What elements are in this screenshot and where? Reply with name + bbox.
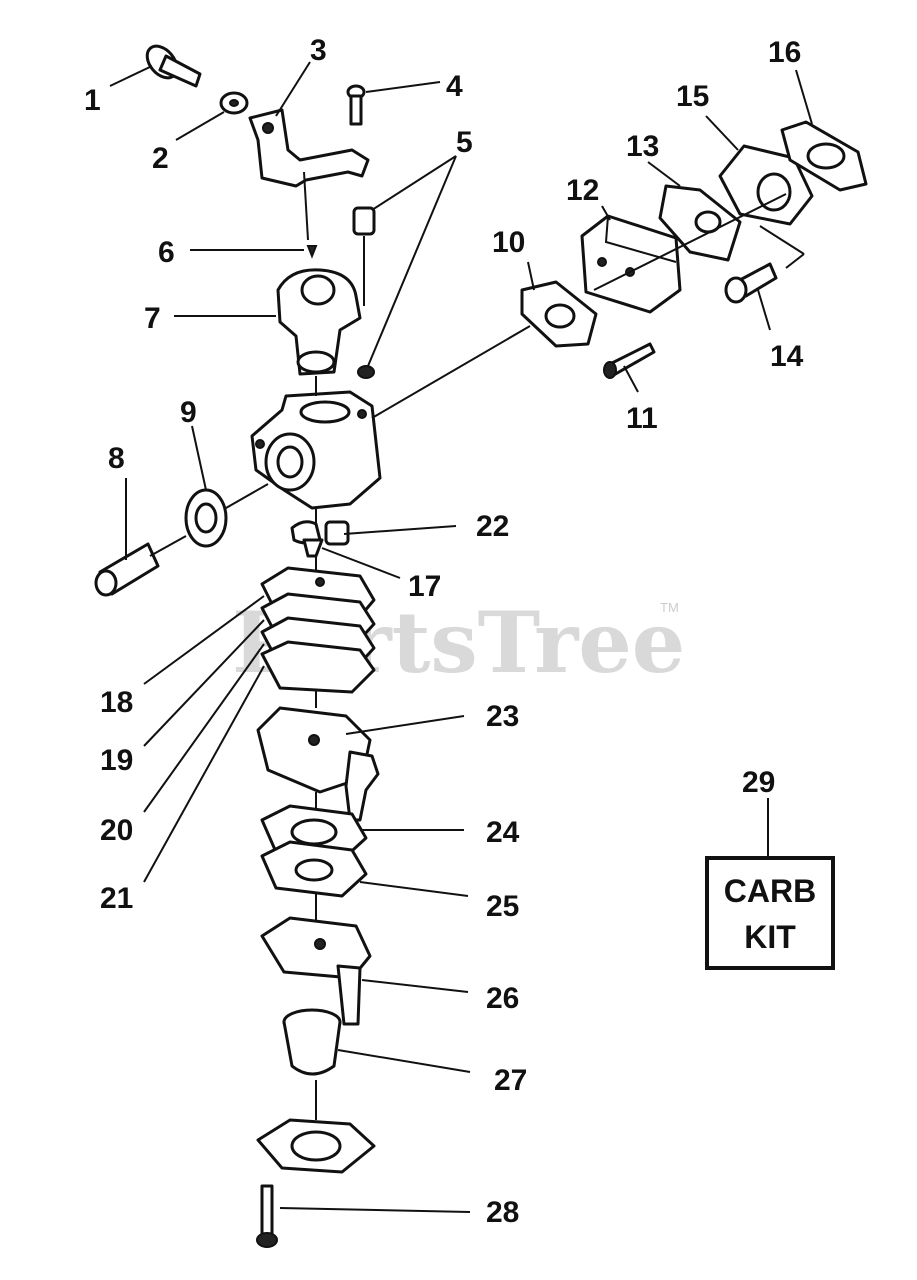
callout-21: 21 [100, 882, 133, 915]
callout-26: 26 [486, 982, 519, 1015]
callout-1: 1 [84, 84, 101, 117]
callout-27: 27 [494, 1064, 527, 1097]
callout-23: 23 [486, 700, 519, 733]
part-3-throttle-lever [248, 108, 370, 241]
callout-numbers: 1 2 3 4 5 6 7 8 9 10 11 12 13 14 15 16 1… [84, 34, 804, 1229]
callout-2: 2 [152, 142, 169, 175]
carburetor-body [250, 390, 382, 510]
leader-lines [109, 61, 813, 1213]
callout-11: 11 [626, 402, 658, 435]
callout-29: 29 [742, 766, 775, 799]
callout-20: 20 [100, 814, 133, 847]
callout-14: 14 [770, 340, 804, 373]
part-6-pin [306, 245, 318, 259]
callout-3: 3 [310, 34, 327, 67]
callout-9: 9 [180, 396, 197, 429]
callout-15: 15 [676, 80, 709, 113]
part-15-block [718, 144, 814, 226]
part-28-screw [256, 1184, 278, 1248]
part-27-primer-bulb [282, 1008, 342, 1076]
callout-10: 10 [492, 226, 525, 259]
parts-18-21-plate-stack [260, 566, 376, 694]
callout-5: 5 [456, 126, 473, 159]
part-10-gasket [520, 280, 598, 348]
callout-6: 6 [158, 236, 175, 269]
part-26-cover [260, 916, 372, 1026]
part-4-screw [346, 84, 366, 126]
part-22-fitting [290, 520, 350, 558]
callout-25: 25 [486, 890, 519, 923]
part-16-gasket [780, 120, 868, 192]
callout-12: 12 [566, 174, 599, 207]
part-1-throttle-knob [145, 44, 202, 88]
part-8-tube [94, 542, 160, 597]
part-25-gasket [260, 840, 368, 898]
callout-13: 13 [626, 130, 659, 163]
carb-kit-box: CARB KIT [705, 856, 835, 970]
part-5-valves [352, 206, 376, 379]
part-9-ring [184, 488, 228, 548]
part-23-pump-body [256, 706, 380, 822]
callout-16: 16 [768, 36, 801, 69]
watermark-trademark: TM [660, 600, 679, 615]
callout-19: 19 [100, 744, 133, 777]
callout-7: 7 [144, 302, 161, 335]
callout-24: 24 [486, 816, 520, 849]
callout-4: 4 [446, 70, 463, 103]
part-11-screw [603, 342, 656, 379]
callout-8: 8 [108, 442, 125, 475]
carb-kit-line-2: KIT [744, 919, 796, 955]
part-2-washer [219, 91, 249, 115]
callout-18: 18 [100, 686, 133, 719]
part-12-block [580, 214, 682, 314]
carb-kit-line-1: CARB [724, 873, 816, 909]
bottom-cover-plate [256, 1118, 376, 1174]
callout-28: 28 [486, 1196, 519, 1229]
part-7-housing [276, 268, 362, 376]
callout-17: 17 [408, 570, 441, 603]
callout-22: 22 [476, 510, 509, 543]
part-14-bolt [724, 262, 778, 304]
